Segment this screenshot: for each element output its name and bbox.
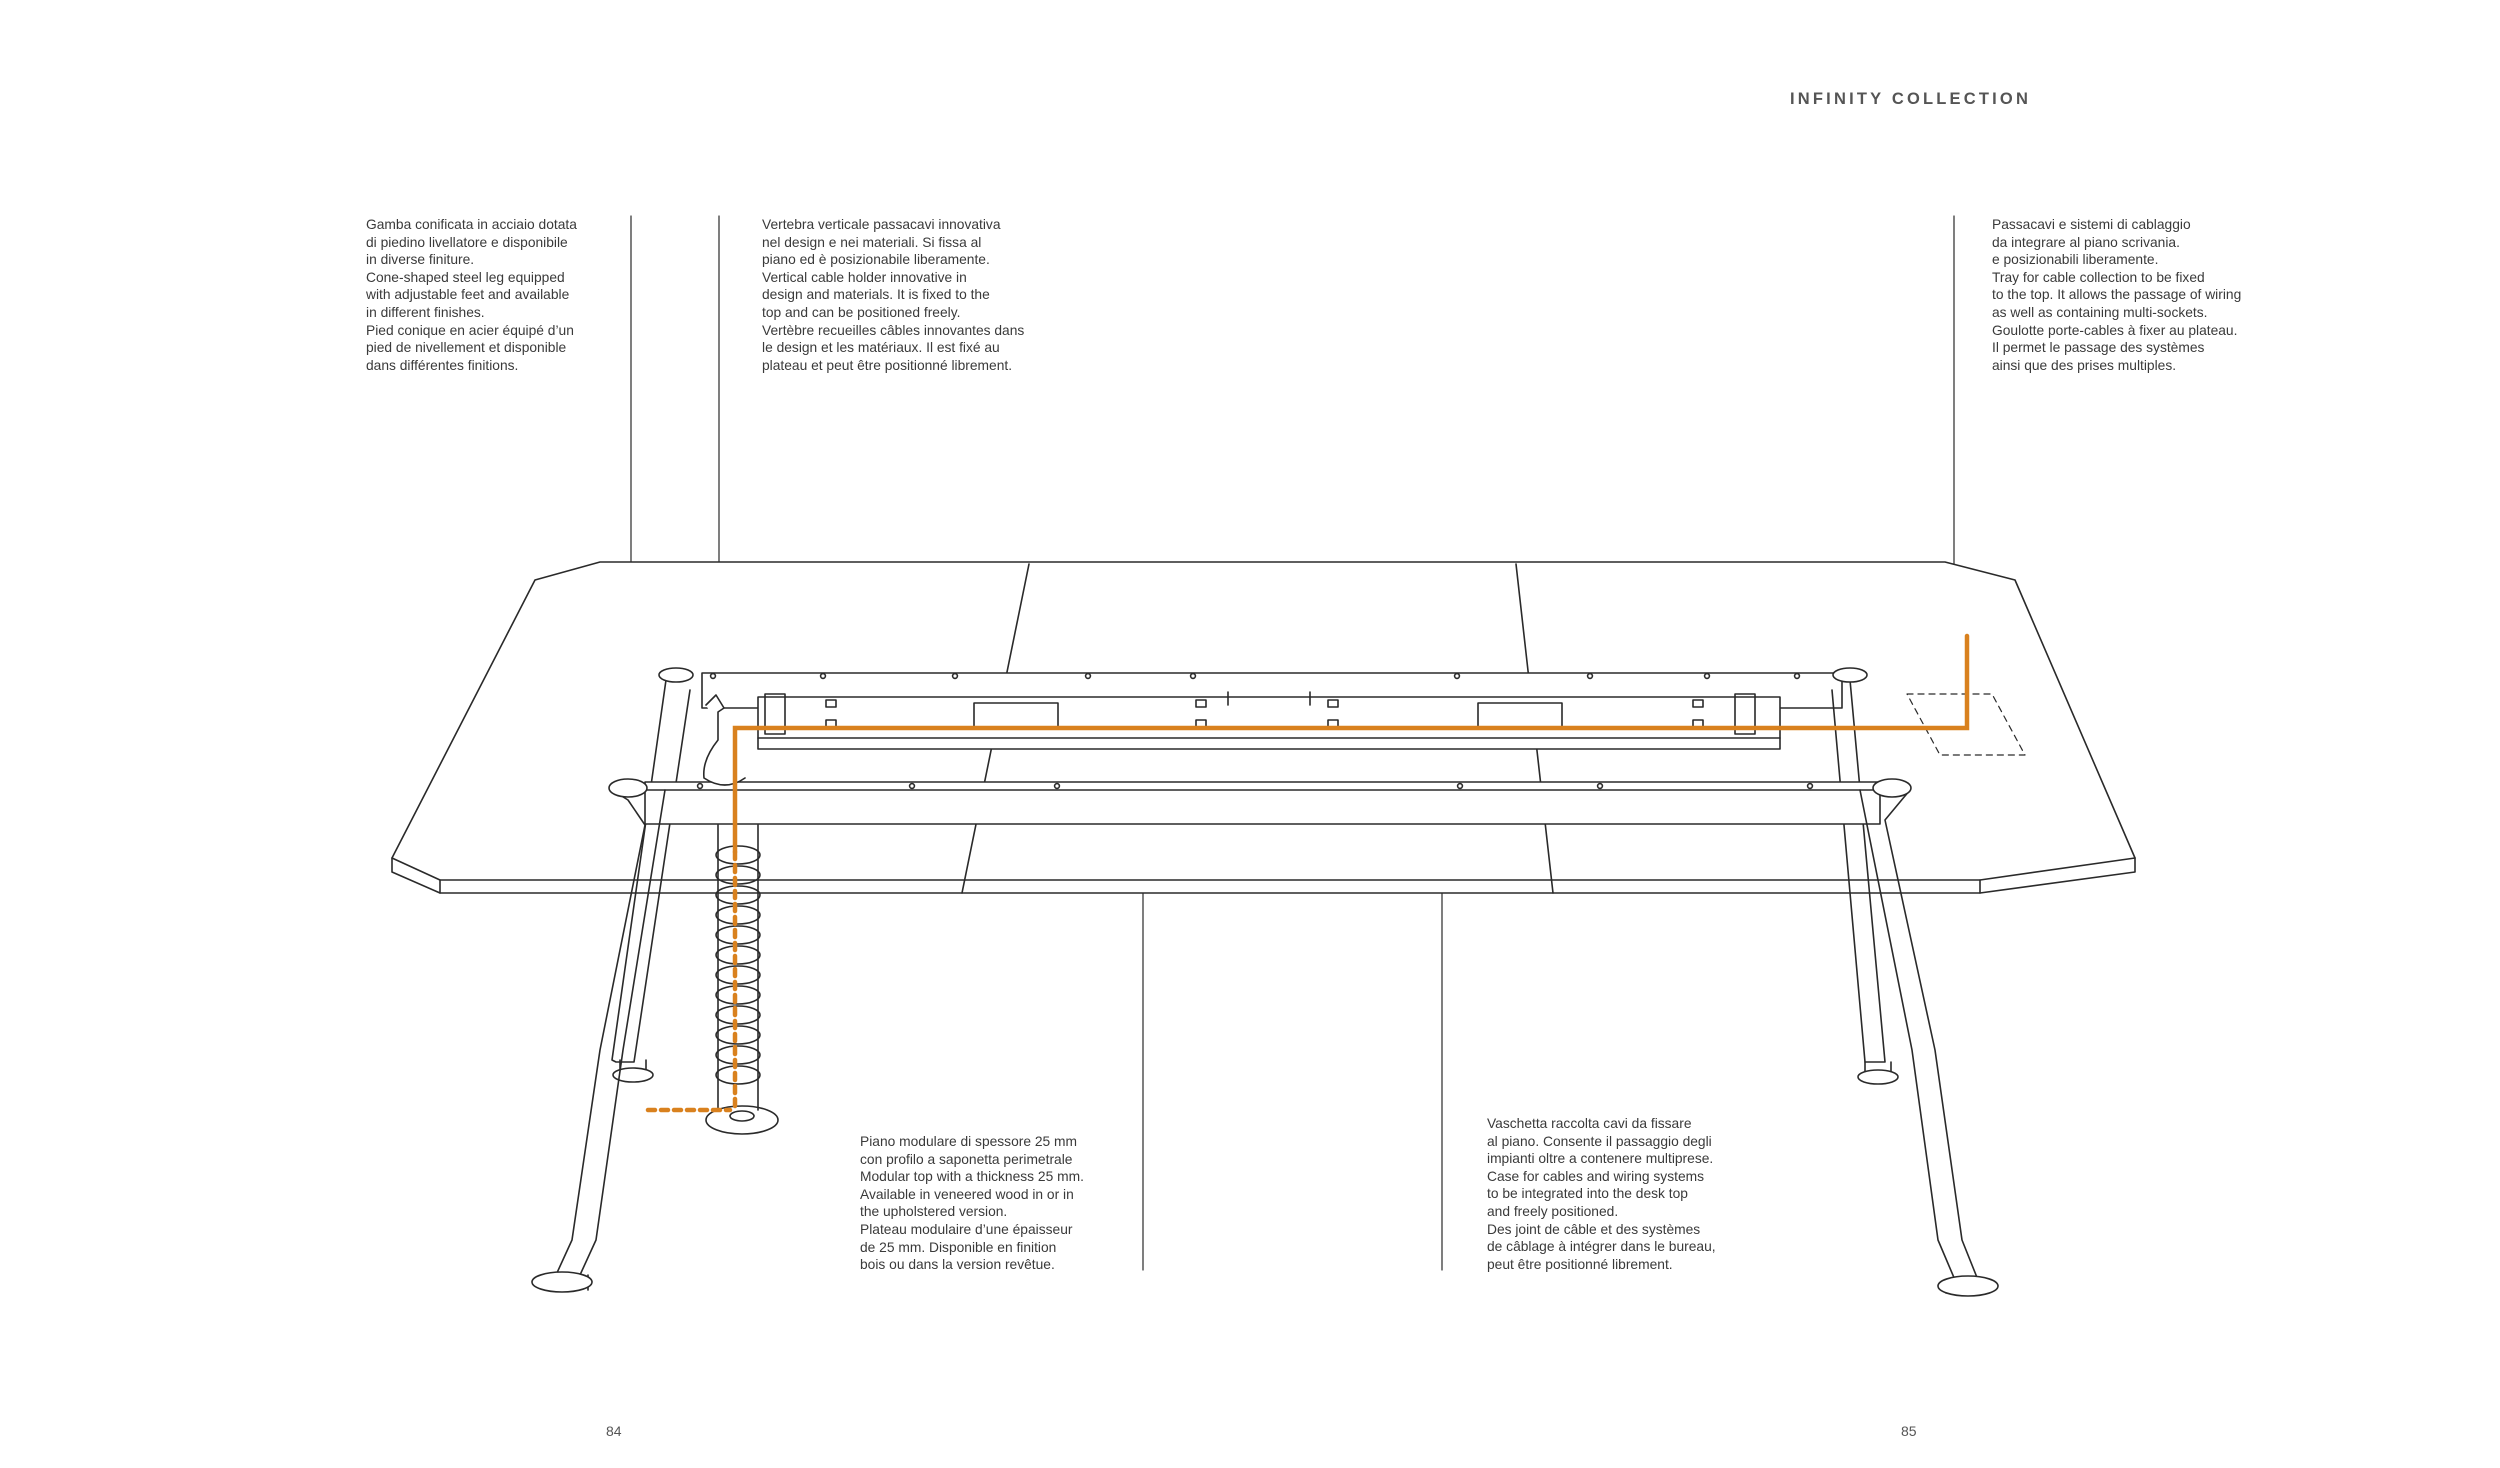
note-leg: Gamba conificata in acciaio dotata di pi… [366,216,577,374]
note-line: Vertebra verticale passacavi innovativa [762,217,1001,232]
note-line: Vertical cable holder innovative in [762,269,967,285]
note-line: and freely positioned. [1487,1203,1619,1219]
collection-title: INFINITY COLLECTION [1790,90,2032,108]
note-line: al piano. Consente il passaggio degli [1487,1133,1712,1149]
note-line: Plateau modulaire d’une épaisseur [860,1221,1073,1237]
note-line: di piedino livellatore e disponibile [366,234,568,250]
note-line: Modular top with a thickness 25 mm. [860,1169,1084,1185]
note-line: Vaschetta raccolta cavi da fissare [1487,1116,1692,1131]
note-line: le design et les matériaux. Il est fixé … [762,340,1000,356]
note-line: Vertèbre recueilles câbles innovantes da… [762,322,1025,338]
note-line: dans différentes finitions. [366,357,519,373]
cable-path [645,633,1970,1113]
note-line: e posizionabili liberamente. [1992,252,2159,268]
page-number-left: 84 [606,1423,622,1439]
note-line: de câblage à intégrer dans le bureau, [1487,1239,1716,1255]
cable-case-outline [1906,693,2026,756]
note-line: design and materials. It is fixed to the [762,287,990,303]
cable-tray [757,691,1781,750]
note-line: top and can be positioned freely. [762,304,961,320]
page-number-right: 85 [1901,1423,1917,1439]
note-line: bois ou dans la version revêtue. [860,1257,1055,1273]
note-line: the upholstered version. [860,1204,1008,1220]
back-legs [611,667,1899,1085]
note-line: to the top. It allows the passage of wir… [1992,287,2242,303]
note-line: plateau et peut être positionné libremen… [762,357,1013,373]
note-line: Cone-shaped steel leg equipped [366,269,565,285]
note-line: in different finishes. [366,304,485,320]
note-line: Goulotte porte-cables à fixer au plateau… [1992,322,2238,338]
note-line: Passacavi e sistemi di cablaggio [1992,217,2191,232]
note-line: pied de nivellement et disponible [366,340,567,356]
note-line: as well as containing multi-sockets. [1992,304,2208,320]
note-line: to be integrated into the desk top [1487,1186,1688,1202]
note-line: Available in veneered wood in or in [860,1186,1074,1202]
note-line: Pied conique en acier équipé d’un [366,322,574,338]
note-top: Piano modulare di spessore 25 mm con pro… [860,1133,1084,1274]
note-line: Gamba conificata in acciaio dotata [366,217,577,232]
front-rail [644,781,1881,825]
note-case: Vaschetta raccolta cavi da fissare al pi… [1487,1115,1716,1273]
note-line: de 25 mm. Disponible en finition [860,1239,1057,1255]
note-line: con profilo a saponetta perimetrale [860,1151,1073,1167]
note-line: peut être positionné librement. [1487,1256,1673,1272]
note-line: Case for cables and wiring systems [1487,1168,1705,1184]
note-line: Piano modulare di spessore 25 mm [860,1134,1078,1149]
note-line: Tray for cable collection to be fixed [1992,269,2205,285]
note-line: impianti oltre a contenere multiprese. [1487,1151,1714,1167]
note-vertebra: Vertebra verticale passacavi innovativa … [762,216,1024,374]
note-line: with adjustable feet and available [366,287,570,303]
note-line: Il permet le passage des systèmes [1992,340,2205,356]
note-line: in diverse finiture. [366,252,475,268]
note-line: piano ed è posizionabile liberamente. [762,252,990,268]
note-line: ainsi que des prises multiples. [1992,357,2177,373]
note-line: da integrare al piano scrivania. [1992,234,2180,250]
note-tray: Passacavi e sistemi di cablaggio da inte… [1992,216,2241,374]
note-line: nel design e nei materiali. Si fissa al [762,234,982,250]
front-legs [531,778,1999,1297]
note-line: Des joint de câble et des systèmes [1487,1221,1701,1237]
